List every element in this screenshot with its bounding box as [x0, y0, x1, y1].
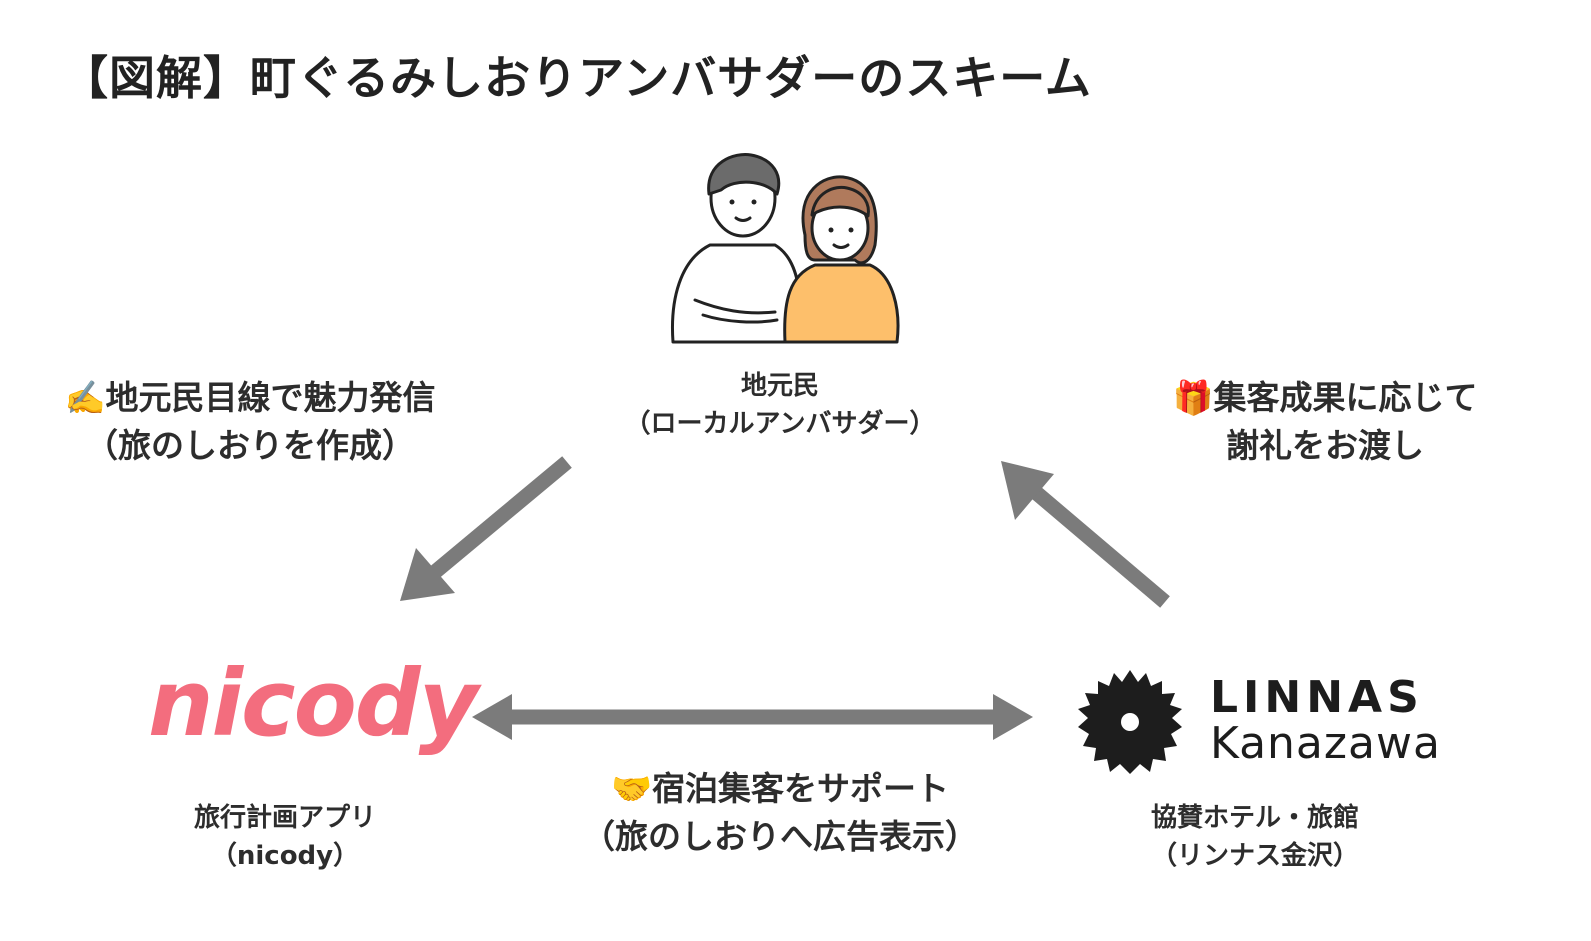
flow-right-line1: 🎁集客成果に応じて [1172, 378, 1478, 417]
hotel-label-line2: （リンナス金沢） [1150, 840, 1359, 871]
app-label-line2: （nicody） [210, 840, 360, 871]
residents-label-line2: （ローカルアンバサダー） [624, 408, 936, 439]
linnas-wordmark-line2: Kanazawa [1210, 718, 1441, 770]
app-label-line1: 旅行計画アプリ [193, 803, 376, 833]
app-label: 旅行計画アプリ （nicody） [140, 800, 430, 875]
arrow-head-right [1001, 461, 1054, 520]
arrow-head-bottom-right [993, 694, 1033, 740]
residents-label: 地元民 （ローカルアンバサダー） [590, 368, 970, 443]
hotel-label: 協賛ホテル・旅館 （リンナス金沢） [1105, 800, 1405, 875]
residents-label-line1: 地元民 [740, 371, 819, 401]
nicody-logo: nicody [148, 650, 479, 757]
sun-gear-icon [1078, 670, 1182, 774]
flow-right-line2: 謝礼をお渡し [1226, 425, 1424, 465]
arrow-head-bottom-left [472, 694, 512, 740]
flow-bottom-label: 🤝宿泊集客をサポート （旅のしおりへ広告表示） [545, 765, 1015, 861]
flow-bottom-line1: 🤝宿泊集客をサポート [610, 769, 950, 808]
linnas-wordmark: LINNAS Kanazawa [1210, 672, 1441, 770]
flow-bottom-line2: （旅のしおりへ広告表示） [582, 816, 978, 856]
flow-right-label: 🎁集客成果に応じて 謝礼をお渡し [1135, 374, 1515, 470]
flow-left-label: ✍️地元民目線で魅力発信 （旅のしおりを作成） [30, 374, 470, 470]
arrow-head-left [400, 548, 455, 601]
page-title: 【図解】町ぐるみしおりアンバサダーのスキーム [62, 51, 1092, 105]
arrow-hotel-to-residents [1028, 484, 1170, 608]
flow-left-line2: （旅のしおりを作成） [85, 425, 415, 465]
hotel-label-line1: 協賛ホテル・旅館 [1150, 803, 1359, 833]
linnas-wordmark-line1: LINNAS [1210, 672, 1424, 723]
flow-left-line1: ✍️地元民目線で魅力発信 [64, 378, 436, 417]
arrow-residents-to-app [430, 456, 572, 578]
linnas-logo: LINNAS Kanazawa [1075, 665, 1445, 785]
two-people-illustration-icon [665, 150, 905, 354]
